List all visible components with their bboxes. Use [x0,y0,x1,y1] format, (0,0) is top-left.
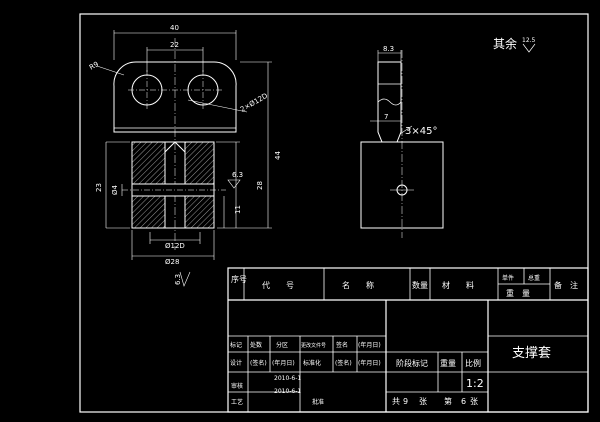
dim-bore-dia: Ø12D [165,242,185,250]
parts-header-total-weight: 总重 [528,274,540,282]
review-date: 2010-6-1 [274,375,301,382]
side-dim-text: 8.3 7 3×45° [383,45,437,137]
side-view [360,50,444,238]
dim-holes: 2×Ø12D [239,92,269,114]
rev-zone: 分区 [276,341,288,349]
rev-mark: 标记 [230,341,242,349]
title-block [227,267,589,413]
process-label: 工艺 [231,398,243,406]
scale-value: 1:2 [466,377,484,390]
rev-count: 处数 [250,341,262,349]
design-label: 设计 [230,359,242,367]
sheet-prefix: 第 [444,396,452,406]
dim-radius: R9 [88,60,100,72]
dim-tab-width: 8.3 [383,45,394,53]
front-flange [113,61,237,133]
rev-date: (年月日) [358,341,381,349]
surface-note-label: 其余 [493,36,517,51]
sheets-total-prefix: 共 [392,397,400,406]
dim-bore-small: Ø4 [111,184,119,195]
stage-mark-label: 阶段标记 [396,358,428,368]
front-dims [96,30,272,287]
design-std-sign: (签名) [335,359,352,367]
parts-header-material: 材 料 [442,280,474,290]
process-date: 2010-6-1 [274,388,301,395]
roughness-symbol [522,43,536,53]
parts-header-code: 代 号 [262,280,294,290]
dim-roughness-bottom: 6.3 [174,274,182,285]
design-date: (年月日) [272,359,295,367]
dim-body-dia: Ø28 [165,258,179,266]
title-block-text: 序号 代 号 名 称 数量 材 料 单件 总重 重 量 备 注 标记 处数 分区… [230,274,578,406]
dim-chamfer: 3×45° [405,126,437,137]
parts-header-remarks: 备 注 [554,280,578,290]
dim-hole-spacing: 22 [170,41,179,49]
parts-header-seq: 序号 [231,274,247,284]
front-view [113,38,237,250]
review-label: 审核 [231,382,243,390]
parts-header-unit-weight: 单件 [502,274,514,282]
dim-slot-width: 11 [234,205,242,214]
surface-note: 其余 12.5 [493,36,536,53]
sheets-unit: 张 [419,397,427,406]
parts-header-qty: 数量 [412,280,428,290]
sheets-total: 9 [403,397,408,406]
parts-header-weight: 重 量 [506,288,530,298]
dim-width-top: 40 [170,24,179,32]
side-dims [370,50,413,135]
rev-doc: 更改文件号 [301,342,326,349]
parts-header-name: 名 称 [342,280,374,290]
surface-note-roughness: 12.5 [522,37,536,44]
dim-roughness-local: 6.3 [232,171,243,179]
weight-label: 重量 [440,358,456,368]
design-std: 标准化 [303,359,321,367]
dim-height-total: 44 [274,151,282,160]
scale-label: 比例 [465,358,481,368]
dim-tab-height: 7 [384,113,388,121]
sheet-no: 6 [461,397,466,406]
approve-label: 批准 [312,398,324,406]
dim-bore-height: 28 [256,181,264,190]
part-title: 支撑套 [512,345,551,361]
rev-sign: 签名 [336,341,348,349]
dim-height-body: 23 [95,183,103,192]
sheet-unit: 张 [470,397,478,406]
design-sign: (签名) [250,359,267,367]
design-std-date: (年月日) [358,359,381,367]
